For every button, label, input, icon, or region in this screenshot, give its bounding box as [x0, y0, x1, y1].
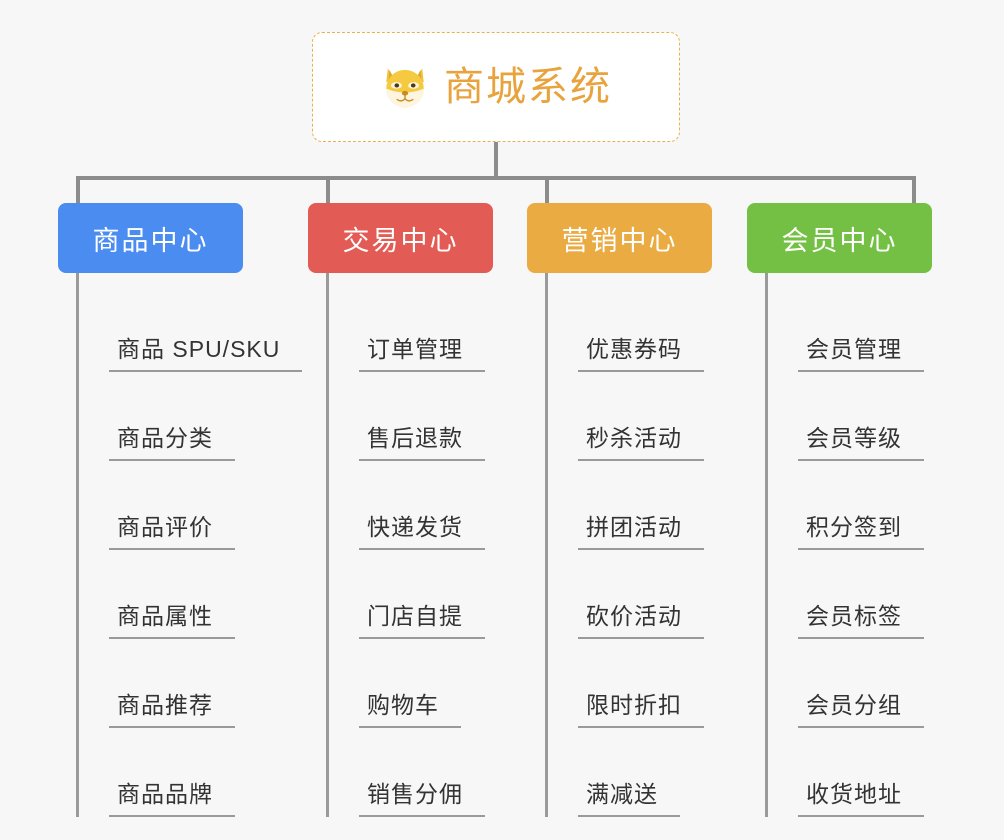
list-item[interactable]: 快递发货 [329, 461, 493, 550]
column-header-label: 会员中心 [781, 225, 898, 256]
leaf-label: 门店自提 [359, 602, 485, 639]
leaf-label: 售后退款 [359, 424, 485, 461]
list-item[interactable]: 限时折扣 [548, 639, 712, 728]
column-header-trade-center[interactable]: 交易中心 [308, 203, 493, 273]
root-node[interactable]: 商城系统 [312, 32, 680, 142]
column-marketing-center: 营销中心 优惠券码 秒杀活动 拼团活动 砍价活动 限时折扣 满减送 [527, 203, 712, 817]
root-title: 商城系统 [444, 65, 612, 109]
leaf-label: 收货地址 [798, 780, 924, 817]
leaf-label: 优惠券码 [578, 335, 704, 372]
leaf-label: 商品品牌 [109, 780, 235, 817]
list-item[interactable]: 会员标签 [768, 550, 932, 639]
leaf-label: 商品推荐 [109, 691, 235, 728]
leaf-list-marketing-center: 优惠券码 秒杀活动 拼团活动 砍价活动 限时折扣 满减送 [545, 273, 712, 817]
list-item[interactable]: 商品推荐 [79, 639, 302, 728]
list-item[interactable]: 收货地址 [768, 728, 932, 817]
list-item[interactable]: 拼团活动 [548, 461, 712, 550]
list-item[interactable]: 商品 SPU/SKU [79, 283, 303, 372]
leaf-label: 会员标签 [798, 602, 924, 639]
leaf-label: 商品评价 [109, 513, 235, 550]
column-header-label: 商品中心 [92, 225, 209, 256]
list-item[interactable]: 商品分类 [79, 372, 302, 461]
column-member-center: 会员中心 会员管理 会员等级 积分签到 会员标签 会员分组 收货地址 [747, 203, 932, 817]
leaf-list-product-center: 商品 SPU/SKU 商品分类 商品评价 商品属性 商品推荐 商品品牌 [76, 273, 303, 817]
column-trade-center: 交易中心 订单管理 售后退款 快递发货 门店自提 购物车 销售分佣 [308, 203, 493, 817]
leaf-label: 会员等级 [798, 424, 924, 461]
list-item[interactable]: 商品品牌 [79, 728, 302, 817]
column-header-label: 交易中心 [342, 225, 459, 256]
leaf-list-trade-center: 订单管理 售后退款 快递发货 门店自提 购物车 销售分佣 [326, 273, 493, 817]
connector-drop-trade [326, 176, 330, 204]
leaf-label: 购物车 [359, 691, 461, 728]
leaf-label: 拼团活动 [578, 513, 704, 550]
connector-root-stem [494, 142, 498, 178]
column-product-center: 商品中心 商品 SPU/SKU 商品分类 商品评价 商品属性 商品推荐 商品品牌 [58, 203, 303, 817]
leaf-label: 满减送 [578, 780, 680, 817]
connector-horizontal-bar [76, 176, 916, 180]
list-item[interactable]: 积分签到 [768, 461, 932, 550]
list-item[interactable]: 订单管理 [329, 283, 493, 372]
leaf-label: 会员管理 [798, 335, 924, 372]
shiba-dog-icon [386, 68, 424, 108]
leaf-label: 商品属性 [109, 602, 235, 639]
list-item[interactable]: 商品属性 [79, 550, 302, 639]
leaf-label: 会员分组 [798, 691, 924, 728]
list-item[interactable]: 售后退款 [329, 372, 493, 461]
leaf-label: 限时折扣 [578, 691, 704, 728]
leaf-label: 商品 SPU/SKU [109, 335, 303, 372]
leaf-label: 秒杀活动 [578, 424, 704, 461]
leaf-label: 销售分佣 [359, 780, 485, 817]
connector-drop-marketing [545, 176, 549, 204]
connector-drop-member [912, 176, 916, 204]
list-item[interactable]: 满减送 [548, 728, 712, 817]
list-item[interactable]: 门店自提 [329, 550, 493, 639]
list-item[interactable]: 销售分佣 [329, 728, 493, 817]
leaf-label: 订单管理 [359, 335, 485, 372]
leaf-label: 商品分类 [109, 424, 235, 461]
connector-drop-product [76, 176, 80, 204]
list-item[interactable]: 砍价活动 [548, 550, 712, 639]
leaf-label: 快递发货 [359, 513, 485, 550]
column-header-member-center[interactable]: 会员中心 [747, 203, 932, 273]
list-item[interactable]: 会员分组 [768, 639, 932, 728]
leaf-label: 砍价活动 [578, 602, 704, 639]
list-item[interactable]: 优惠券码 [548, 283, 712, 372]
list-item[interactable]: 商品评价 [79, 461, 302, 550]
leaf-label: 积分签到 [798, 513, 924, 550]
leaf-list-member-center: 会员管理 会员等级 积分签到 会员标签 会员分组 收货地址 [765, 273, 932, 817]
list-item[interactable]: 购物车 [329, 639, 493, 728]
list-item[interactable]: 秒杀活动 [548, 372, 712, 461]
list-item[interactable]: 会员管理 [768, 283, 932, 372]
column-header-label: 营销中心 [561, 225, 678, 256]
column-header-marketing-center[interactable]: 营销中心 [527, 203, 712, 273]
column-header-product-center[interactable]: 商品中心 [58, 203, 243, 273]
list-item[interactable]: 会员等级 [768, 372, 932, 461]
